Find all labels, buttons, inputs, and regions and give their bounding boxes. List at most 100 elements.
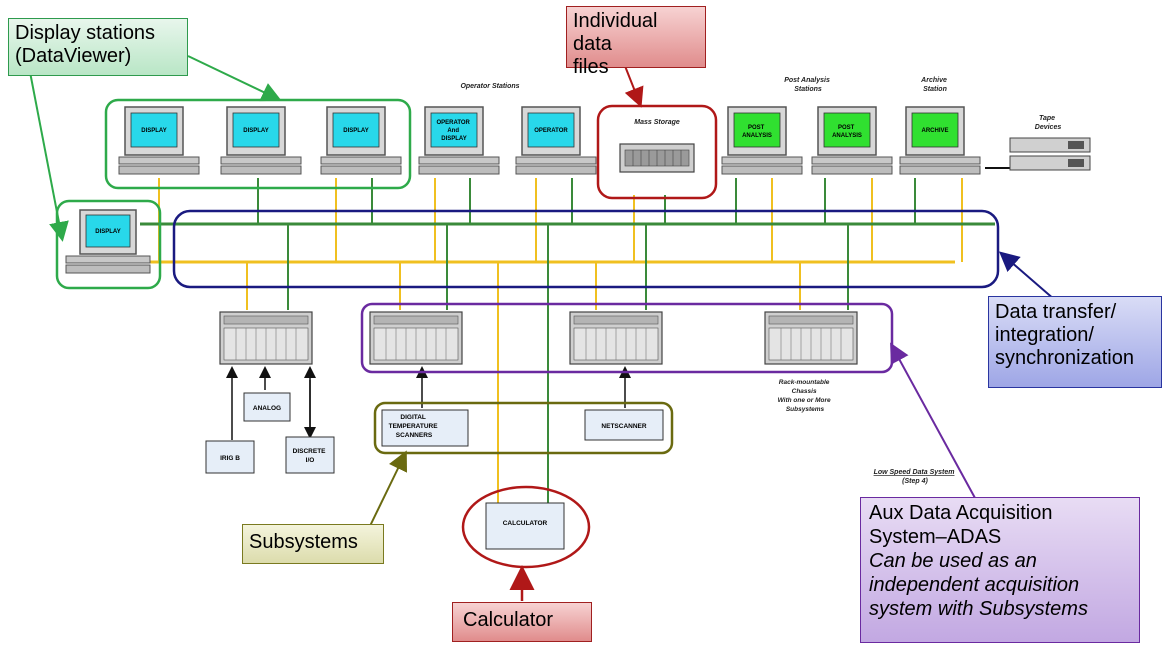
post-analysis-workstation: POST ANALYSIS [721,106,803,175]
rack-chassis-label: Rack-mountable [779,379,830,386]
rack-chassis-label: Subsystems [786,406,825,413]
mass-storage-device [619,143,695,173]
display-stations-arrow [187,55,282,102]
irig-b-box: IRIG B [205,440,255,474]
adas-arrow [890,342,976,499]
discrete-io-box: DISCRETE I/O [285,436,335,474]
rack-chassis [369,311,463,365]
screen-label: DISPLAY [441,136,466,142]
mass-storage-label: Mass Storage [634,119,680,126]
low-speed-label: (Step 4) [902,478,928,485]
left-display-outline [55,199,162,290]
data-files-arrow [624,65,644,108]
operator-display-workstation: OPERATOR And DISPLAY [418,106,500,175]
subsystems-arrow [369,450,407,527]
rack-chassis-label: With one or More [778,397,831,404]
digital-temp-label: TEMPERATURE [389,423,439,430]
digital-temp-label: SCANNERS [396,432,433,439]
rack-chassis [764,311,858,365]
adas-title: System–ADAS [869,526,1002,548]
post-analysis-workstation: POST ANALYSIS [811,106,893,175]
operator-stations-label: Operator Stations [460,83,519,90]
svg-text:Rack-mountable Chassis: Rack-mountable Chassis With one or More … [778,379,833,413]
screen-label: OPERATOR [534,128,568,134]
mass-storage-outline [596,104,718,200]
data-transfer-outline [172,209,1000,289]
discrete-io-label: I/O [306,457,315,464]
individual-data-files-callout: Individual data files [566,6,706,78]
tape-devices-label: Tape [1039,115,1055,122]
adas-chassis-outline [360,302,894,374]
screen-label: And [447,128,459,134]
data-transfer-arrow [998,251,1056,301]
adas-callout: Aux Data Acquisition System–ADAS Can be … [860,497,1140,643]
rack-chassis-label: Chassis [792,388,817,395]
data-transfer-text: synchronization [995,347,1134,369]
calculator-callout: Calculator [452,602,592,642]
display-workstation: DISPLAY [220,106,302,175]
svg-text:DIGITAL TEMPERATURE: DIGITAL TEMPERATURE SCANNERS [389,414,440,439]
svg-text:OPERATOR And DISPL: OPERATOR And DISPLAY [436,120,471,142]
tape-devices [1009,137,1091,171]
subsystems-callout: Subsystems [242,524,384,564]
data-transfer-callout: Data transfer/ integration/ synchronizat… [988,296,1162,388]
adas-description: independent acquisition [869,574,1080,596]
low-speed-label: Low Speed Data System [874,469,955,476]
rack-chassis [569,311,663,365]
display-stations-text: Display stations [15,22,156,44]
svg-text:Post Analysis Stations: Post Analysis Stations [784,77,832,93]
left-display-workstation: DISPLAY [65,209,151,274]
svg-text:POST ANALYSIS: POST ANALYSIS [832,125,862,139]
calculator-box: CALCULATOR [485,502,565,550]
screen-label: DISPLAY [95,229,120,235]
post-analysis-label: Stations [794,86,822,93]
post-analysis-label: Post Analysis [784,77,830,84]
adas-title: Aux Data Acquisition [869,502,1053,524]
data-files-text: Individual data [573,10,658,55]
analog-label: ANALOG [253,405,281,412]
rack-chassis [219,311,313,365]
screen-label: POST [748,125,765,131]
display-workstation: DISPLAY [118,106,200,175]
display-stations-text: (DataViewer) [15,45,132,67]
digital-temperature-scanners-box: DIGITAL TEMPERATURE SCANNERS [381,409,469,447]
netscanner-box: NETSCANNER [584,409,664,441]
calculator-text: Calculator [463,609,554,631]
screen-label: DISPLAY [243,128,268,134]
screen-label: OPERATOR [436,120,470,126]
netscanner-label: NETSCANNER [601,423,646,430]
svg-text:POST ANALYSIS: POST ANALYSIS [742,125,772,139]
adas-description: system with Subsystems [869,598,1088,620]
discrete-io-label: DISCRETE [293,448,327,455]
data-transfer-text: integration/ [995,324,1094,346]
screen-label: DISPLAY [141,128,166,134]
svg-text:DISCRETE I/O: DISCRETE I/O [293,448,328,464]
svg-text:Archive Station: Archive Station [920,77,949,93]
calculator-box-label: CALCULATOR [503,520,548,527]
chassis-drop-lines [246,224,849,542]
screen-label: DISPLAY [343,128,368,134]
archive-workstation: ARCHIVE [899,106,981,175]
screen-label: POST [838,125,855,131]
screen-label: ANALYSIS [832,133,862,139]
tape-devices-label: Devices [1035,124,1062,131]
analog-box: ANALOG [243,392,291,422]
operator-workstation: OPERATOR [515,106,597,175]
data-transfer-text: Data transfer/ [995,301,1117,323]
subsystems-text: Subsystems [249,531,358,553]
adas-description: Can be used as an [869,550,1037,572]
screen-label: ARCHIVE [921,128,948,134]
display-workstation: DISPLAY [320,106,402,175]
archive-station-label: Archive [920,77,947,84]
svg-text:Low Speed Data System (Ste: Low Speed Data System (Step 4) [874,469,957,485]
subsystems-outline [373,401,674,455]
display-stations-callout: Display stations (DataViewer) [8,18,188,76]
display-stations-arrow [29,71,69,242]
irig-b-label: IRIG B [220,455,240,462]
data-files-text: files [573,56,609,78]
screen-label: ANALYSIS [742,133,772,139]
station-drop-lines [158,167,1010,262]
display-stations-outline [104,98,412,190]
svg-text:Tape Devices: Tape Devices [1035,115,1062,131]
